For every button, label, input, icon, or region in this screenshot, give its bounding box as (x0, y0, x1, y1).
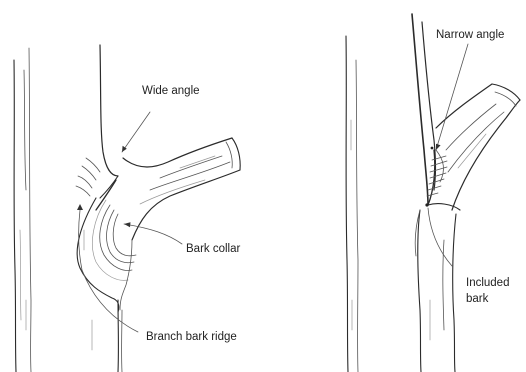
wide-angle-label: Wide angle (142, 85, 200, 97)
included-bark-arrow (428, 208, 452, 266)
bark-collar-arrow (124, 222, 182, 244)
bark-collar-label: Bark collar (186, 243, 240, 255)
left-background-trunk (14, 48, 31, 372)
wide-angle-arrow (122, 112, 150, 152)
right-background-trunk (346, 36, 358, 372)
included-label-line2: bark (466, 293, 489, 305)
narrow-angle-branch (436, 84, 520, 210)
narrow-angle-label: Narrow angle (436, 29, 504, 41)
branch-bark-ridge (76, 158, 118, 210)
narrow-angle-arrow (436, 44, 468, 150)
included-label-line1: Included (466, 277, 509, 289)
wide-angle-branch (123, 138, 240, 240)
narrow-angle-trunk (412, 14, 456, 372)
bark-collar-shape (77, 198, 136, 312)
branch-bark-ridge-label: Branch bark ridge (146, 331, 237, 343)
